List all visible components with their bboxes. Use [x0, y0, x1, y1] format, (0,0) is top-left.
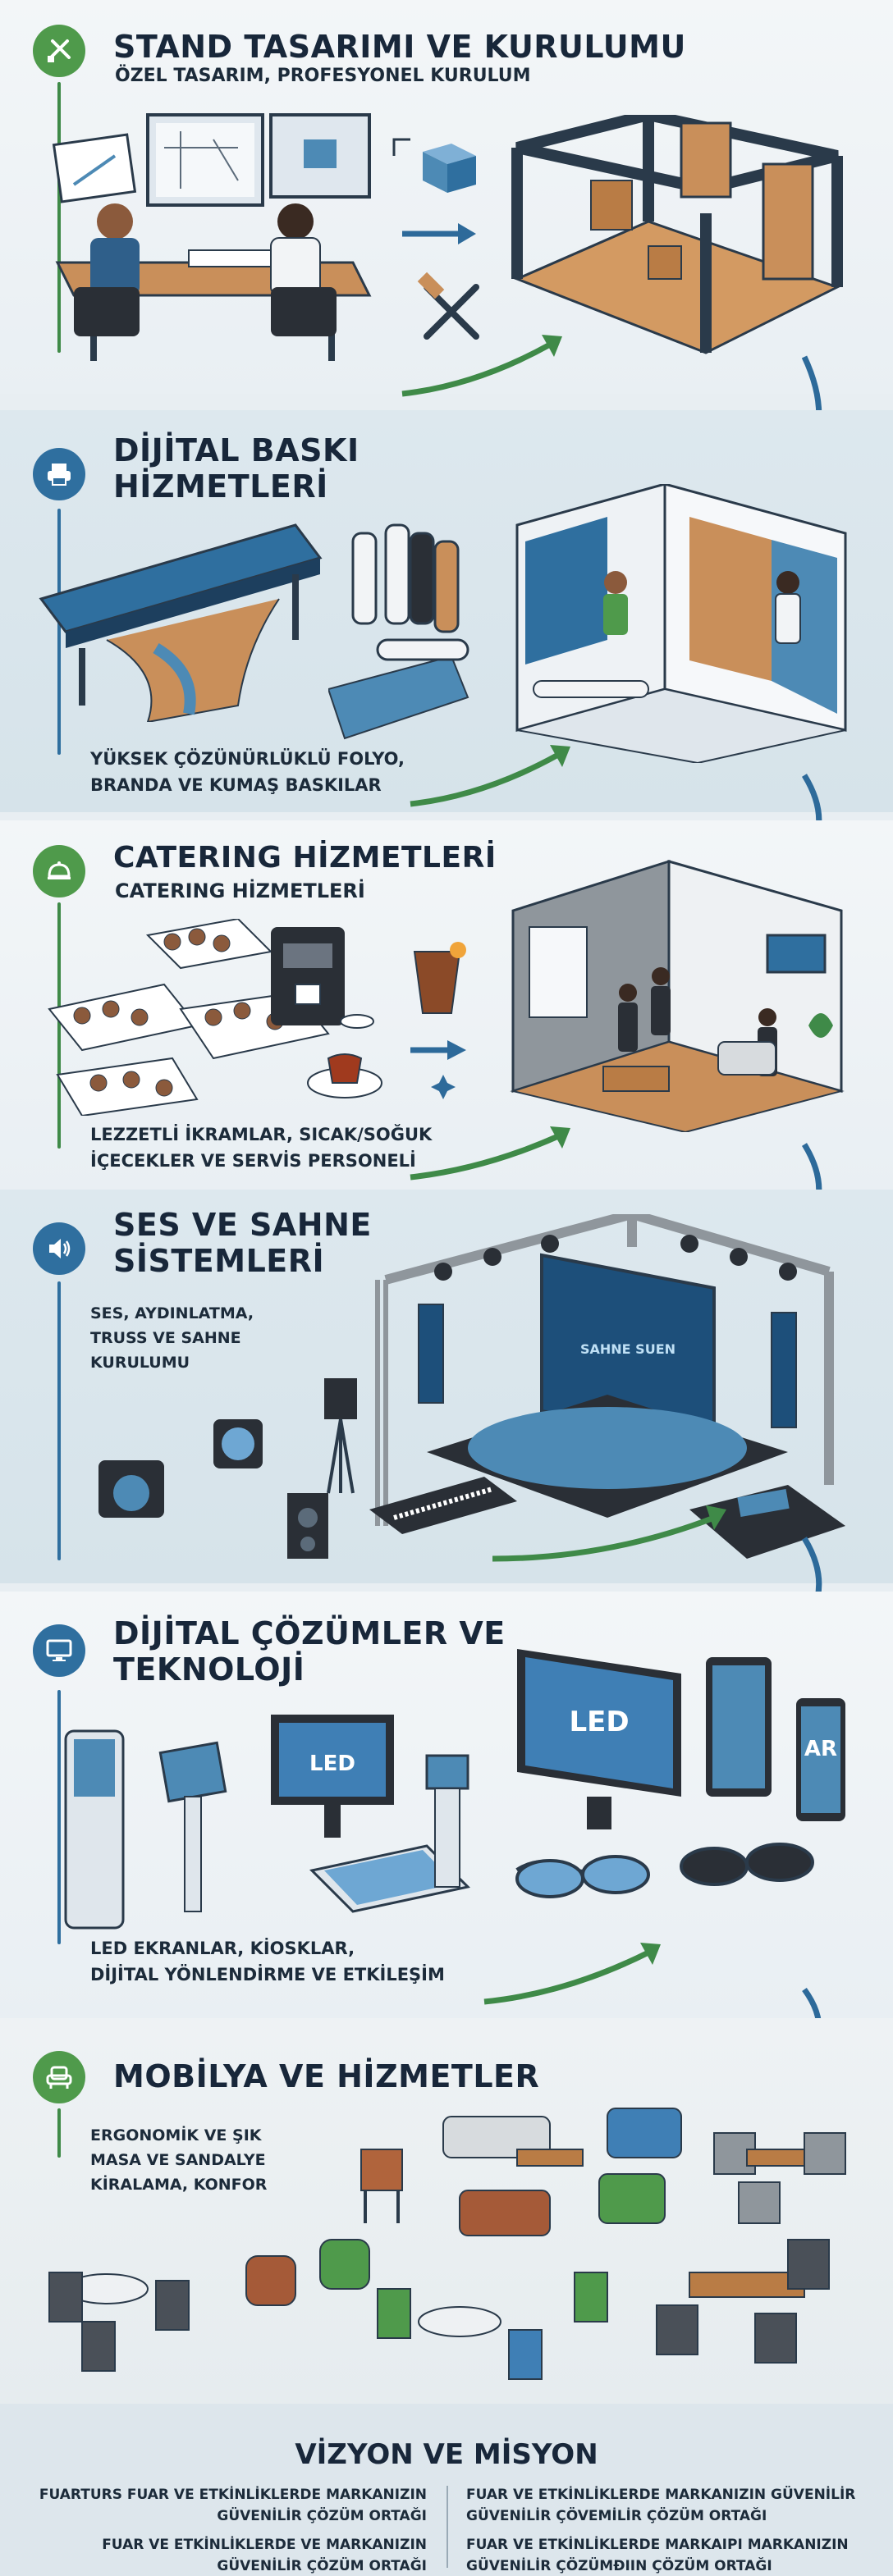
designers-illustration [52, 113, 372, 361]
booth-illustration [511, 115, 843, 354]
footer-title: VİZYON VE MİSYON [295, 2438, 598, 2471]
furniture-vline [57, 2108, 61, 2158]
digital-vline [57, 1690, 61, 1944]
kiosks-illustration: LED [64, 1715, 471, 1930]
led-wall-illustration: LED AR [515, 1649, 845, 1898]
printer-icon [48, 464, 71, 486]
printer-illustration [39, 523, 323, 722]
stage-desc-line2: TRUSS VE SAHNE [90, 1329, 241, 1347]
keyboard-mixer-illustration [369, 1477, 845, 1562]
monitor-icon [46, 1639, 72, 1661]
furniture-badge [33, 2051, 85, 2103]
footer-left-p1-line2: GÜVENİLİR ÇÖZÜM ORTAĞI [217, 2508, 427, 2525]
stand-title: STAND TASARIMI VE KURULUMU [113, 29, 686, 65]
cube-tools-icons [392, 138, 479, 340]
stage-desc-line3: KURULUMU [90, 1354, 190, 1372]
speaker-icon [49, 1239, 71, 1258]
catering-badge [33, 845, 85, 897]
section-digital: DİJİTAL ÇÖZÜMLER VE TEKNOLOJİ LED LED AR… [0, 1592, 893, 2018]
printing-badge [33, 448, 85, 500]
catering-vline [57, 902, 61, 1149]
catering-title: CATERING HİZMETLERİ [113, 841, 497, 875]
furniture-desc-line1: ERGONOMİK VE ŞIK [90, 2126, 262, 2144]
printing-title-line2: HİZMETLERİ [113, 468, 328, 505]
stand-subtitle: ÖZEL TASARIM, PROFESYONEL KURULUM [115, 66, 531, 86]
footer-right-column: FUAR VE ETKİNLİKLERDE MARKANIZIN GÜVENİL… [466, 2484, 877, 2576]
food-platters-illustration [48, 919, 382, 1116]
stand-vline [57, 82, 61, 353]
furniture-desc-line3: KİRALAMA, KONFOR [90, 2176, 268, 2194]
furniture-desc-line2: MASA VE SANDALYE [90, 2151, 266, 2169]
led-screen-text-2: LED [569, 1706, 629, 1738]
iced-drink-illustration [410, 942, 466, 1099]
section-footer: VİZYON VE MİSYON FUARTURS FUAR VE ETKİNL… [0, 2404, 893, 2576]
lounge-illustration [510, 859, 845, 1132]
pencil-ruler-icon [48, 39, 71, 62]
catering-desc-line2: İÇECEKLER VE SERVİS PERSONELİ [90, 1151, 416, 1171]
printing-title-line1: DİJİTAL BASKI [113, 432, 359, 468]
digital-desc-line2: DİJİTAL YÖNLENDİRME VE ETKİLEŞİM [90, 1965, 445, 1985]
stage-badge [33, 1222, 85, 1275]
armchair-icon [46, 2066, 72, 2089]
footer-left-p2-line1: FUAR VE ETKİNLİKLERDE VE MARKANIZIN [102, 2536, 427, 2553]
footer-left-p1-line1: FUARTURS FUAR VE ETKİNLİKLERDE MARKANIZI… [39, 2487, 427, 2503]
wall-print-illustration [515, 484, 847, 763]
section-stage: SES VE SAHNE SİSTEMLERİ SES, AYDINLATMA,… [0, 1190, 893, 1583]
ar-screen-text: AR [804, 1737, 837, 1761]
digital-desc-line1: LED EKRANLAR, KİOSKLAR, [90, 1939, 355, 1958]
footer-divider [446, 2486, 448, 2568]
digital-title-line2: TEKNOLOJİ [113, 1651, 305, 1688]
digital-title-line1: DİJİTAL ÇÖZÜMLER VE [113, 1615, 506, 1651]
catering-subtitle: CATERING HİZMETLERİ [115, 879, 365, 902]
stage-desc-line1: SES, AYDINLATMA, [90, 1304, 254, 1322]
section-stand: STAND TASARIMI VE KURULUMU ÖZEL TASARIM,… [0, 0, 893, 397]
footer-right-p1-line1: FUAR VE ETKİNLİKLERDE MARKANIZIN GÜVENİL… [466, 2487, 856, 2503]
stage-truss-illustration: SAHNE SUEN [375, 1214, 834, 1526]
footer-right-p2-line2: GÜVENİLİR ÇÖZÜMÐIIN ÇÖZÜM ORTAĞI [466, 2558, 772, 2575]
printing-green-arrow [410, 745, 570, 807]
printing-vline [57, 509, 61, 755]
footer-right-p1-line2: GÜVENİLİR ÇÖVEMİLİR ÇÖZÜM ORTAĞI [466, 2508, 767, 2525]
footer-right-p2-line1: FUAR VE ETKİNLİKLERDE MARKAIPI MARKANIZI… [466, 2536, 849, 2553]
printing-desc-line1: YÜKSEK ÇÖZÜNÜRLÜKLÜ FOLYO, [90, 749, 405, 769]
led-screen-text-1: LED [309, 1752, 355, 1776]
furniture-title: MOBİLYA VE HİZMETLER [113, 2058, 540, 2094]
digital-green-arrow [483, 1943, 661, 2005]
rolls-illustration [328, 523, 469, 740]
footer-left-column: FUARTURS FUAR VE ETKİNLİKLERDE MARKANIZI… [33, 2484, 427, 2576]
coffee-machine-illustration [271, 927, 374, 1029]
catering-desc-line1: LEZZETLİ İKRAMLAR, SICAK/SOĞUK [90, 1125, 433, 1144]
printing-desc-line2: BRANDA VE KUMAŞ BASKILAR [90, 775, 382, 795]
footer-left-p2-line2: GÜVENİLİR ÇÖZÜM ORTAĞI [217, 2558, 427, 2575]
stand-badge [33, 25, 85, 77]
section-printing: DİJİTAL BASKI HİZMETLERİ YÜKSEK ÇÖZÜNÜRL… [0, 410, 893, 812]
digital-badge [33, 1624, 85, 1677]
furniture-illustration [48, 2108, 846, 2380]
stage-vline [57, 1281, 61, 1560]
stage-equipment-illustration [98, 1378, 357, 1559]
stage-title-line1: SES VE SAHNE [113, 1207, 372, 1243]
cloche-icon [48, 861, 71, 879]
stand-green-arrow [401, 335, 562, 397]
stage-screen-text: SAHNE SUEN [580, 1341, 675, 1357]
stage-title-line2: SİSTEMLERİ [113, 1243, 325, 1279]
section-furniture: MOBİLYA VE HİZMETLER ERGONOMİK VE ŞIK MA… [0, 2018, 893, 2404]
section-catering: CATERING HİZMETLERİ CATERING HİZMETLERİ [0, 820, 893, 1190]
catering-green-arrow [410, 1126, 570, 1181]
